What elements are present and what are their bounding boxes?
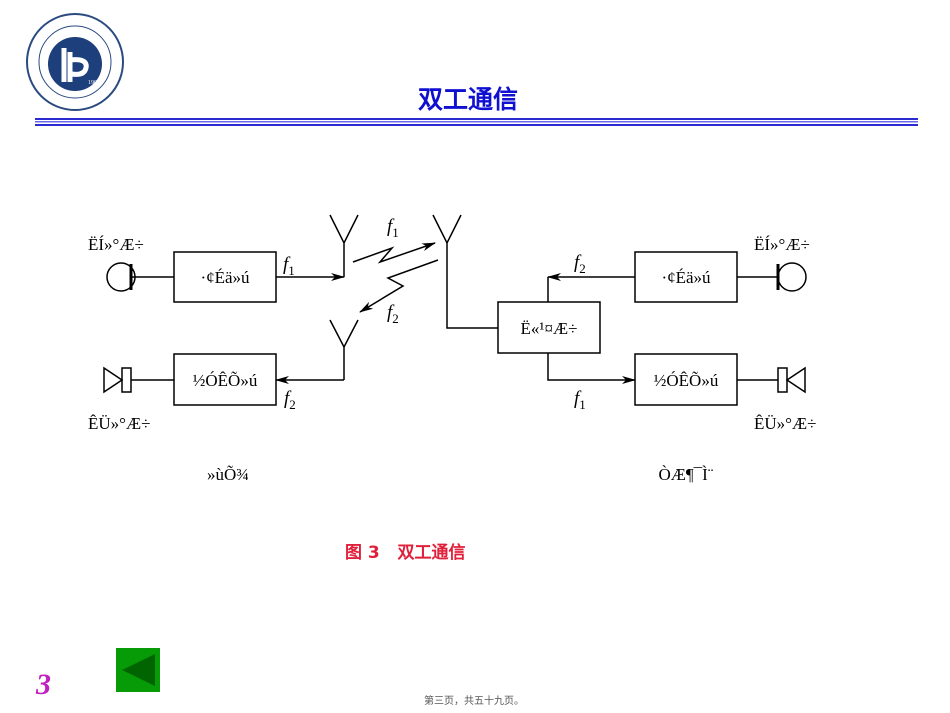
page-footer: 第三页，共五十九页。 bbox=[424, 696, 524, 707]
slide-title-text: 双工通信 bbox=[418, 85, 519, 114]
duplexer-label: Ë«¹¤Æ÷ bbox=[521, 319, 578, 338]
university-logo: 1909 bbox=[26, 13, 124, 111]
header-rule bbox=[35, 118, 918, 126]
freq-label-f1: f1 bbox=[283, 254, 295, 278]
antenna-icon bbox=[432, 214, 498, 329]
base-station-label: »ùÕ¾ bbox=[207, 465, 249, 484]
page-number: 3 bbox=[36, 668, 51, 701]
left-mic-label: ËÍ»°Æ÷ bbox=[88, 235, 144, 254]
speaker-icon bbox=[103, 366, 132, 394]
duplexer-box bbox=[497, 301, 601, 354]
left-transmitter-label: ·¢Éä»ú bbox=[200, 268, 250, 287]
right-speaker-label: ÊÜ»°Æ÷ bbox=[754, 414, 816, 433]
previous-slide-button[interactable] bbox=[116, 648, 160, 692]
right-mic-label: ËÍ»°Æ÷ bbox=[754, 235, 810, 254]
freq-label-f1: f1 bbox=[387, 216, 399, 240]
speaker-icon bbox=[777, 366, 806, 394]
freq-label-f2: f2 bbox=[387, 302, 399, 326]
left-receiver-label: ½ÓÊÕ»ú bbox=[193, 371, 258, 390]
freq-label-f2: f2 bbox=[284, 388, 296, 412]
logo-year: 1909 bbox=[88, 80, 100, 86]
figure-caption: 图 3 双工通信 bbox=[345, 543, 466, 563]
antenna-icon bbox=[329, 319, 359, 380]
right-receiver-label: ½ÓÊÕ»ú bbox=[654, 371, 719, 390]
freq-label-f2: f2 bbox=[574, 252, 586, 276]
right-transmitter-label: ·¢Éä»ú bbox=[661, 268, 711, 287]
antenna-icon bbox=[329, 214, 359, 277]
mobile-station-label: ÒÆ¶¯Ì¨ bbox=[659, 465, 714, 484]
back-arrow-icon bbox=[122, 654, 155, 686]
duplex-diagram bbox=[103, 214, 807, 406]
left-speaker-label: ÊÜ»°Æ÷ bbox=[88, 414, 150, 433]
freq-label-f1: f1 bbox=[574, 388, 586, 412]
microphone-icon bbox=[777, 262, 807, 292]
